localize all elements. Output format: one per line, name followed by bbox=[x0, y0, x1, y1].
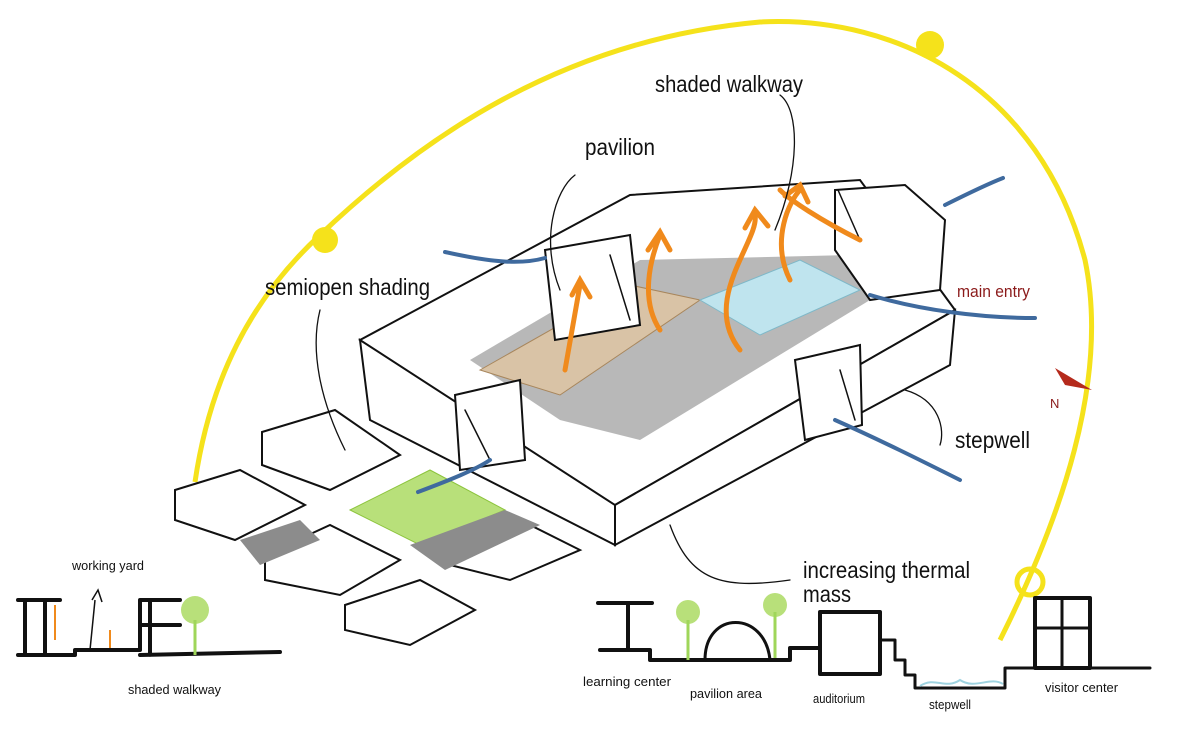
label-north: N bbox=[1050, 396, 1059, 411]
north-arrow-icon bbox=[1055, 368, 1092, 390]
main-building bbox=[358, 178, 957, 547]
wind-arrow bbox=[416, 458, 492, 494]
wind-arrow bbox=[868, 293, 1037, 320]
section-left bbox=[16, 588, 282, 657]
section-label-visitor-center: visitor center bbox=[1045, 680, 1119, 695]
section-label-learning-center: learning center bbox=[583, 674, 672, 689]
heat-arrow bbox=[562, 274, 593, 373]
section-label-pavilion-area: pavilion area bbox=[690, 686, 763, 701]
label-semiopen-shading: semiopen shading bbox=[265, 274, 430, 300]
wind-arrow bbox=[443, 250, 547, 264]
label-pavilion: pavilion bbox=[585, 134, 655, 160]
wind-arrow bbox=[943, 176, 1005, 207]
label-thermal-mass-line2: mass bbox=[803, 581, 851, 607]
heat-arrow bbox=[723, 205, 771, 353]
leader-lines bbox=[315, 94, 943, 585]
heat-arrow bbox=[779, 181, 811, 283]
small-buildings bbox=[174, 408, 583, 647]
label-main-entry: main entry bbox=[957, 282, 1030, 301]
label-shaded-walkway-bottom: shaded walkway bbox=[128, 682, 221, 697]
heat-flow-arrows bbox=[562, 181, 863, 373]
sun-icon bbox=[1014, 566, 1046, 598]
sun-path bbox=[192, 19, 1095, 642]
sun-icon bbox=[312, 227, 338, 253]
section-label-auditorium: auditorium bbox=[813, 691, 865, 706]
heat-arrow bbox=[777, 187, 863, 243]
label-working-yard: working yard bbox=[71, 558, 144, 573]
label-thermal-mass-line1: increasing thermal bbox=[803, 557, 970, 583]
wind-arrow bbox=[833, 418, 962, 482]
heat-arrow bbox=[645, 227, 673, 333]
label-shaded-walkway-top: shaded walkway bbox=[655, 71, 803, 97]
sun-icon bbox=[916, 31, 944, 59]
section-label-stepwell: stepwell bbox=[929, 697, 971, 712]
label-stepwell: stepwell bbox=[955, 427, 1030, 453]
section-right bbox=[596, 593, 1152, 690]
wind-arrows bbox=[416, 176, 1037, 494]
